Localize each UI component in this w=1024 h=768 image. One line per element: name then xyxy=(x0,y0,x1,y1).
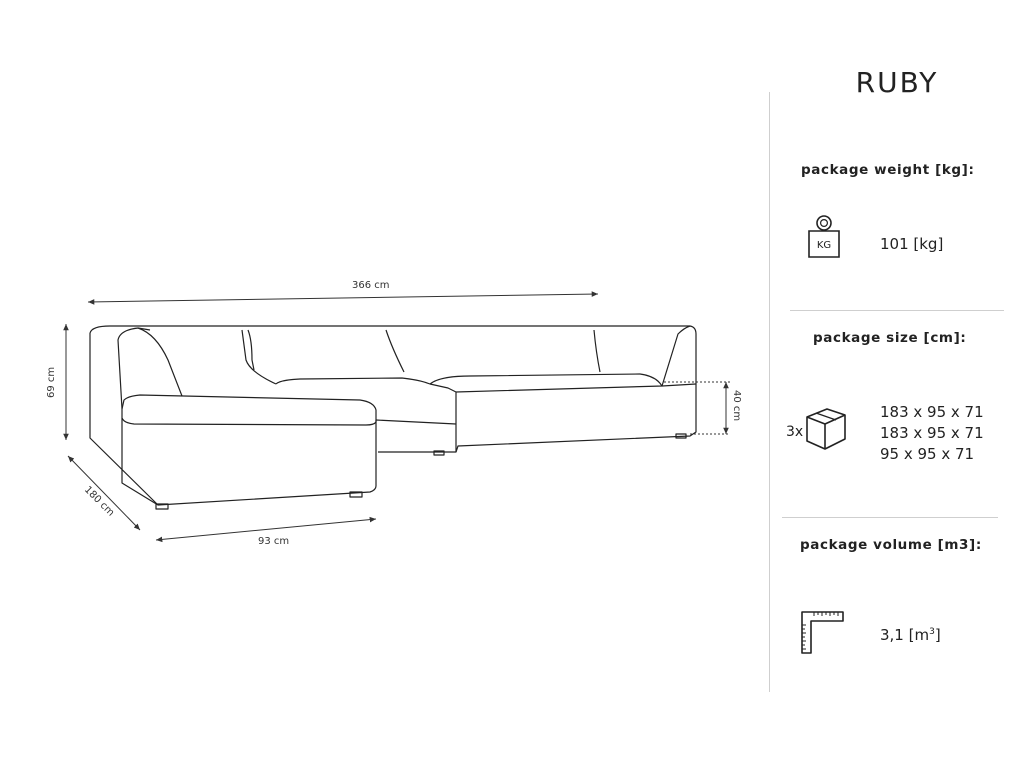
right-seat xyxy=(429,373,663,393)
sofa-drawing: 366 cm 69 cm 180 cm 93 cm 40 cm xyxy=(46,280,742,547)
sofa-back-top xyxy=(89,325,697,453)
foot xyxy=(349,491,363,498)
volume-number: 3,1 [m xyxy=(880,626,930,644)
sofa-outline xyxy=(89,325,697,510)
weight-icon-text: KG xyxy=(817,240,831,251)
dim-label-chaise: 93 cm xyxy=(258,536,289,547)
volume-superscript: 3 xyxy=(929,627,935,637)
package-weight-value: 101 [kg] xyxy=(880,235,944,253)
dim-line-chaise xyxy=(155,516,377,543)
package-size-list: 183 x 95 x 71 183 x 95 x 71 95 x 95 x 71 xyxy=(880,402,984,465)
package-volume-label: package volume [m3]: xyxy=(800,537,982,553)
volume-suffix: ] xyxy=(934,626,941,644)
package-size-label: package size [cm]: xyxy=(813,330,967,346)
package-volume-value: 3,1 [m3] xyxy=(880,626,941,644)
dim-label-width: 366 cm xyxy=(352,280,390,291)
dim-label-seat-height: 40 cm xyxy=(731,390,742,421)
separator xyxy=(790,310,1004,311)
chaise-seat xyxy=(121,394,377,426)
chaise-left-side xyxy=(89,333,377,506)
box-icon xyxy=(803,405,847,451)
right-armrest xyxy=(661,325,691,387)
dim-label-depth: 180 cm xyxy=(82,484,116,518)
package-size-item: 183 x 95 x 71 xyxy=(880,424,984,442)
left-armrest xyxy=(117,327,183,410)
back-cushion-middle xyxy=(247,329,255,371)
middle-seat xyxy=(275,377,457,452)
package-quantity: 3x xyxy=(786,424,804,440)
dim-line-width xyxy=(87,291,599,305)
dim-label-height: 69 cm xyxy=(46,367,57,398)
back-cushion-left xyxy=(241,329,277,385)
vertical-divider xyxy=(769,92,770,692)
package-weight-label: package weight [kg]: xyxy=(801,162,975,178)
foot xyxy=(155,503,169,510)
package-size-item: 95 x 95 x 71 xyxy=(880,445,975,463)
foot xyxy=(433,450,445,456)
package-size-item: 183 x 95 x 71 xyxy=(880,403,984,421)
separator xyxy=(782,517,998,518)
back-cushion-right xyxy=(593,329,601,373)
ruler-square-icon xyxy=(800,610,846,656)
dim-line-depth xyxy=(67,455,141,531)
weight-icon: KG xyxy=(806,212,842,260)
foot xyxy=(675,433,687,439)
product-title: RUBY xyxy=(855,66,939,99)
